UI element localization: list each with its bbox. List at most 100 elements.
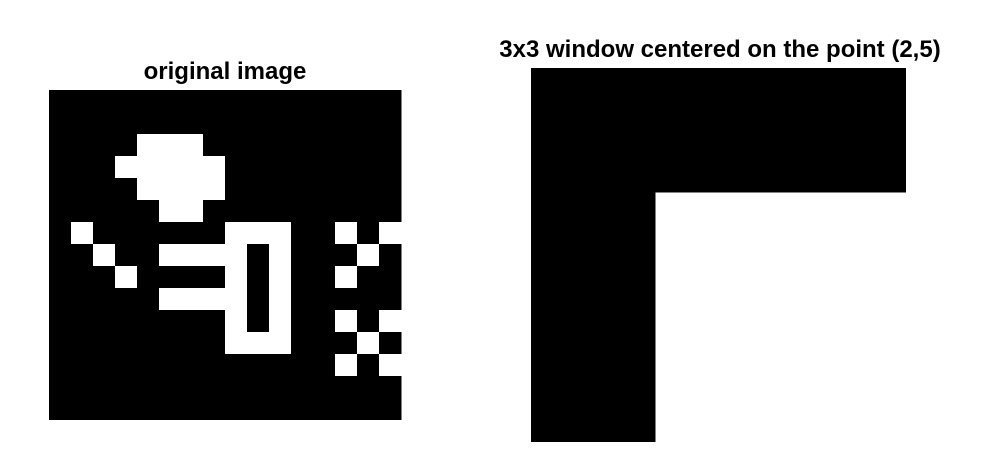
original-pixel-7-2: [93, 244, 116, 267]
original-pixel-7-1: [71, 244, 94, 267]
original-pixel-3-6: [181, 156, 204, 179]
window-image-title: 3x3 window centered on the point (2,5): [499, 36, 941, 63]
original-pixel-11-15: [379, 332, 402, 355]
original-pixel-6-3: [115, 222, 138, 245]
original-pixel-9-5: [159, 288, 182, 311]
original-pixel-11-10: [269, 332, 292, 355]
original-pixel-14-5: [159, 398, 182, 420]
original-pixel-0-4: [137, 90, 160, 113]
original-pixel-5-7: [203, 200, 226, 223]
original-pixel-13-0: [49, 376, 72, 399]
original-pixel-2-14: [357, 134, 380, 157]
original-pixel-6-1: [71, 222, 94, 245]
original-pixel-5-0: [49, 200, 72, 223]
original-pixel-0-9: [247, 90, 270, 113]
original-pixel-6-7: [203, 222, 226, 245]
original-pixel-14-8: [225, 398, 248, 420]
original-pixel-14-14: [357, 398, 380, 420]
original-pixel-2-1: [71, 134, 94, 157]
original-pixel-1-1: [71, 112, 94, 135]
original-pixel-4-14: [357, 178, 380, 201]
original-pixel-14-13: [335, 398, 358, 420]
original-pixel-0-10: [269, 90, 292, 113]
original-pixel-2-3: [115, 134, 138, 157]
original-pixel-12-5: [159, 354, 182, 377]
original-pixel-2-4: [137, 134, 160, 157]
original-pixel-3-12: [313, 156, 336, 179]
original-pixel-1-13: [335, 112, 358, 135]
original-pixel-7-7: [203, 244, 226, 267]
window-pixel-2-0: [531, 317, 659, 442]
original-pixel-1-10: [269, 112, 292, 135]
original-pixel-5-12: [313, 200, 336, 223]
original-pixel-7-0: [49, 244, 72, 267]
original-pixel-5-8: [225, 200, 248, 223]
original-pixel-10-2: [93, 310, 116, 333]
original-pixel-0-11: [291, 90, 314, 113]
original-pixel-6-12: [313, 222, 336, 245]
original-pixel-9-3: [115, 288, 138, 311]
original-pixel-8-11: [291, 266, 314, 289]
original-pixel-12-10: [269, 354, 292, 377]
original-pixel-10-9: [247, 310, 270, 333]
original-pixel-6-15: [379, 222, 402, 245]
original-pixel-10-10: [269, 310, 292, 333]
original-pixel-7-15: [379, 244, 402, 267]
original-pixel-2-0: [49, 134, 72, 157]
original-pixel-1-12: [313, 112, 336, 135]
original-pixel-0-3: [115, 90, 138, 113]
original-pixel-13-4: [137, 376, 160, 399]
original-pixel-1-15: [379, 112, 402, 135]
original-pixel-3-4: [137, 156, 160, 179]
original-pixel-8-9: [247, 266, 270, 289]
original-pixel-1-9: [247, 112, 270, 135]
original-pixel-2-11: [291, 134, 314, 157]
original-pixel-12-15: [379, 354, 402, 377]
original-pixel-8-3: [115, 266, 138, 289]
original-pixel-6-9: [247, 222, 270, 245]
original-pixel-7-9: [247, 244, 270, 267]
original-pixel-11-3: [115, 332, 138, 355]
original-pixel-11-1: [71, 332, 94, 355]
original-pixel-6-0: [49, 222, 72, 245]
original-pixel-12-6: [181, 354, 204, 377]
original-pixel-8-15: [379, 266, 402, 289]
window-pixel-0-2: [780, 68, 906, 196]
original-pixel-14-4: [137, 398, 160, 420]
original-pixel-0-8: [225, 90, 248, 113]
original-pixel-4-12: [313, 178, 336, 201]
original-pixel-13-8: [225, 376, 248, 399]
original-pixel-3-13: [335, 156, 358, 179]
original-pixel-7-5: [159, 244, 182, 267]
original-pixel-11-13: [335, 332, 358, 355]
original-pixel-10-12: [313, 310, 336, 333]
original-pixel-2-5: [159, 134, 182, 157]
original-pixel-2-12: [313, 134, 336, 157]
original-pixel-1-8: [225, 112, 248, 135]
original-pixel-1-14: [357, 112, 380, 135]
original-pixel-0-5: [159, 90, 182, 113]
original-pixel-12-13: [335, 354, 358, 377]
original-pixel-12-1: [71, 354, 94, 377]
original-pixel-14-6: [181, 398, 204, 420]
original-pixel-13-9: [247, 376, 270, 399]
original-pixel-8-5: [159, 266, 182, 289]
original-pixel-5-13: [335, 200, 358, 223]
original-pixel-5-9: [247, 200, 270, 223]
original-pixel-5-4: [137, 200, 160, 223]
original-pixel-5-1: [71, 200, 94, 223]
original-pixel-2-9: [247, 134, 270, 157]
window-pixel-2-2: [780, 317, 906, 442]
original-pixel-3-15: [379, 156, 402, 179]
original-pixel-1-11: [291, 112, 314, 135]
original-pixel-10-1: [71, 310, 94, 333]
original-pixel-13-11: [291, 376, 314, 399]
original-pixel-5-5: [159, 200, 182, 223]
original-pixel-5-11: [291, 200, 314, 223]
original-pixel-12-3: [115, 354, 138, 377]
original-pixel-4-0: [49, 178, 72, 201]
original-pixel-6-13: [335, 222, 358, 245]
original-pixel-12-4: [137, 354, 160, 377]
original-pixel-12-14: [357, 354, 380, 377]
original-pixel-7-10: [269, 244, 292, 267]
